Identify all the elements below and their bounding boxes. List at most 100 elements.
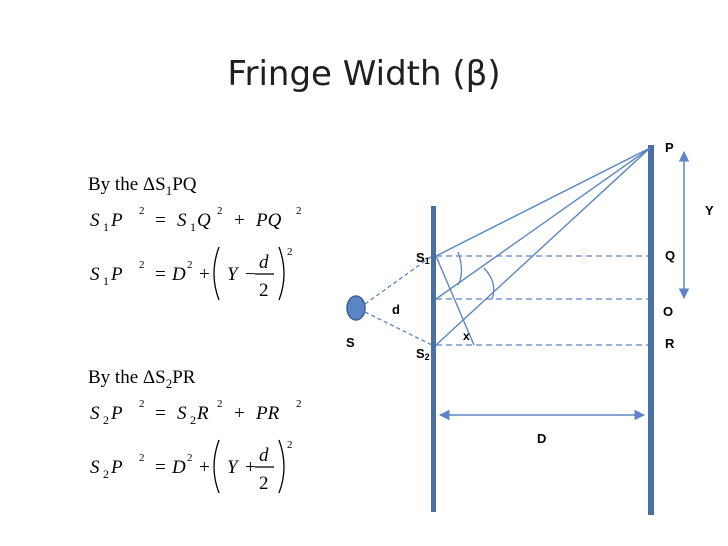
- ray-s1-p: [435, 147, 651, 257]
- angle-arc-1: [457, 251, 463, 286]
- heading-intro: By the: [88, 174, 143, 195]
- eq-plus: +: [245, 457, 256, 478]
- fraction-denominator: 2: [259, 280, 269, 301]
- eq-sub: 1: [103, 274, 109, 288]
- path-difference-line: [435, 255, 475, 346]
- eq-plus: +: [234, 403, 245, 424]
- triangle2-equation1: S 2 P 2 = S 2 R 2 + PR 2: [90, 398, 302, 427]
- source-to-s2-dashed: [364, 311, 433, 346]
- eq-sub: 1: [103, 220, 109, 234]
- eq-equals: =: [155, 403, 166, 424]
- eq-term: S: [177, 403, 187, 424]
- eq-term: S: [90, 210, 100, 231]
- triangle2-block: By the ΔS2PR S 2 P 2 = S 2 R 2 + PR 2 S …: [88, 367, 302, 494]
- delta-symbol: Δ: [143, 367, 155, 388]
- fraction-denominator: 2: [259, 473, 269, 494]
- right-paren: [278, 439, 285, 494]
- eq-exp: 2: [139, 205, 145, 217]
- eq-term: D: [171, 457, 186, 478]
- eq-exp: 2: [296, 205, 302, 217]
- eq-equals: =: [155, 264, 166, 285]
- label-p: P: [665, 140, 674, 155]
- eq-equals: =: [155, 457, 166, 478]
- eq-term: Y: [227, 264, 240, 285]
- eq-plus: +: [199, 264, 210, 285]
- eq-term: PR: [255, 403, 280, 424]
- slide-title: Fringe Width (β): [227, 54, 501, 94]
- eq-term: S: [90, 457, 100, 478]
- eq-sub: 2: [103, 467, 109, 481]
- angle-arc-2: [483, 267, 495, 300]
- label-s2-letter: S: [416, 346, 425, 361]
- eq-sub: 2: [190, 413, 196, 427]
- delta-symbol: Δ: [143, 174, 155, 195]
- eq-term: PQ: [255, 210, 282, 231]
- eq-exp: 2: [217, 398, 223, 410]
- eq-term: S: [177, 210, 187, 231]
- slit-barrier: [431, 206, 436, 512]
- eq-term: S: [90, 403, 100, 424]
- eq-equals: =: [155, 210, 166, 231]
- eq-exp: 2: [296, 398, 302, 410]
- label-x: x: [463, 329, 470, 343]
- label-q: Q: [665, 248, 675, 263]
- interference-diagram: P Q O R Y S d x D S1 S2: [346, 140, 714, 515]
- eq-exp: 2: [139, 452, 145, 464]
- eq-term: Y: [227, 457, 240, 478]
- heading-rest: PR: [172, 367, 196, 388]
- eq-term: D: [171, 264, 186, 285]
- heading-sub: 2: [166, 376, 173, 391]
- label-y: Y: [705, 203, 714, 218]
- triangle2-heading: By the ΔS2PR: [88, 367, 196, 391]
- heading-rest: PQ: [172, 174, 197, 195]
- triangle1-block: By the ΔS1PQ S 1 P 2 = S 1 Q 2 + PQ 2 S …: [88, 174, 302, 301]
- eq-exp: 2: [187, 452, 193, 464]
- right-paren: [278, 246, 285, 301]
- label-o: O: [663, 304, 673, 319]
- label-s1-letter: S: [416, 250, 425, 265]
- eq-exp: 2: [287, 246, 293, 258]
- triangle1-heading: By the ΔS1PQ: [88, 174, 197, 198]
- eq-term: R: [196, 403, 209, 424]
- label-s2: S2: [416, 346, 430, 362]
- eq-sub: 1: [190, 220, 196, 234]
- label-s1: S1: [416, 250, 430, 266]
- heading-intro: By the: [88, 367, 143, 388]
- eq-plus: +: [234, 210, 245, 231]
- ray-center-p: [435, 147, 651, 300]
- eq-term: Q: [197, 210, 211, 231]
- ray-s2-p: [435, 147, 651, 346]
- eq-term: P: [110, 403, 123, 424]
- fraction-numerator: d: [259, 445, 269, 466]
- triangle2-equation2: S 2 P 2 = D 2 + Y + d 2 2: [90, 439, 293, 494]
- label-s2-sub: 2: [425, 352, 430, 362]
- eq-term: P: [110, 264, 123, 285]
- eq-term: P: [110, 457, 123, 478]
- screen: [648, 145, 654, 515]
- label-s1-sub: 1: [425, 256, 430, 266]
- heading-sub: 1: [166, 183, 173, 198]
- eq-exp: 2: [139, 398, 145, 410]
- label-d: d: [392, 302, 400, 317]
- eq-term: S: [90, 264, 100, 285]
- eq-minus: −: [245, 264, 256, 285]
- heading-s: S: [155, 174, 166, 195]
- label-big-d: D: [537, 431, 546, 446]
- triangle1-equation1: S 1 P 2 = S 1 Q 2 + PQ 2: [90, 205, 302, 234]
- eq-exp: 2: [287, 439, 293, 451]
- triangle1-equation2: S 1 P 2 = D 2 + Y − d 2 2: [90, 246, 293, 301]
- eq-exp: 2: [139, 259, 145, 271]
- left-paren: [213, 439, 220, 494]
- fraction-numerator: d: [259, 252, 269, 273]
- source-circle: [346, 295, 366, 321]
- eq-exp: 2: [217, 205, 223, 217]
- eq-exp: 2: [187, 259, 193, 271]
- left-paren: [213, 246, 220, 301]
- label-source: S: [346, 335, 355, 350]
- label-r: R: [665, 336, 675, 351]
- eq-term: P: [110, 210, 123, 231]
- eq-plus: +: [199, 457, 210, 478]
- eq-sub: 2: [103, 413, 109, 427]
- heading-s: S: [155, 367, 166, 388]
